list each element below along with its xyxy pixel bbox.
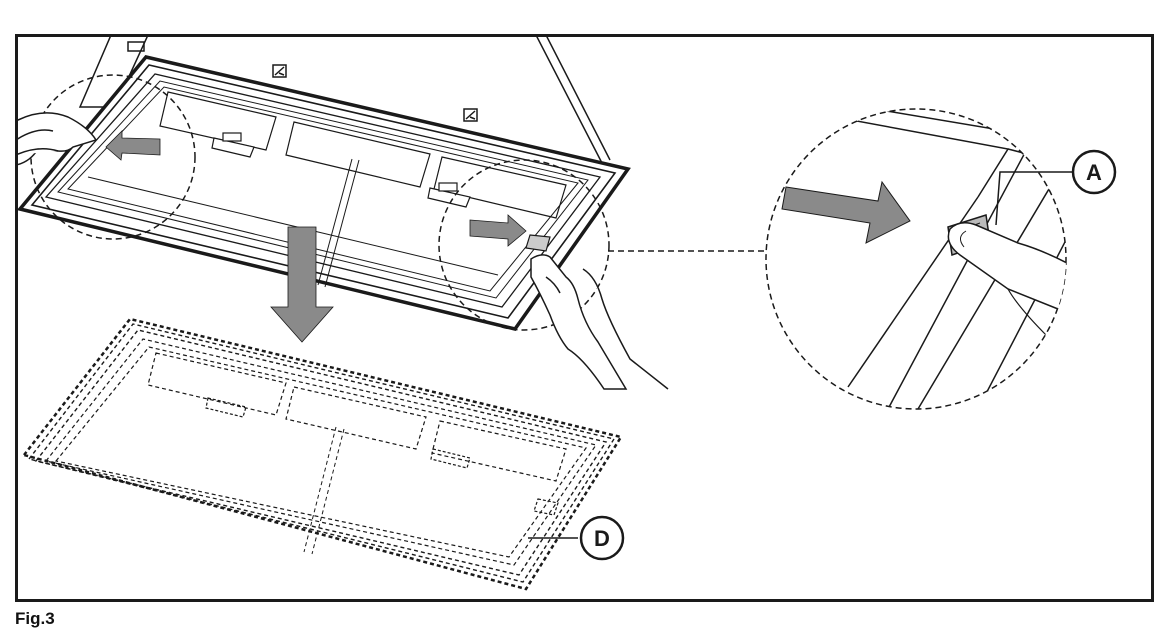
arrow-right-icon bbox=[469, 214, 527, 247]
zoom-circles bbox=[30, 74, 1067, 410]
left-hand bbox=[18, 112, 98, 166]
hood-edges bbox=[78, 37, 611, 166]
figure-frame: D A bbox=[15, 34, 1154, 602]
movement-arrows bbox=[105, 130, 527, 343]
callout-a: A bbox=[995, 149, 1117, 226]
detail-inset bbox=[802, 109, 1066, 409]
filter-panel-raised bbox=[18, 55, 631, 331]
callout-a-label: A bbox=[1086, 160, 1102, 185]
filter-panel-placed bbox=[21, 317, 623, 591]
callout-d-label: D bbox=[594, 526, 610, 551]
arrow-down-icon bbox=[270, 226, 334, 343]
detail-arrow-icon bbox=[781, 180, 911, 244]
right-hand bbox=[530, 254, 669, 390]
figure-caption: Fig.3 bbox=[15, 609, 55, 628]
illustration: D A bbox=[18, 37, 1117, 591]
warning-symbol-icon bbox=[272, 64, 478, 122]
arrow-left-icon bbox=[105, 130, 161, 161]
callout-d: D bbox=[528, 515, 625, 561]
